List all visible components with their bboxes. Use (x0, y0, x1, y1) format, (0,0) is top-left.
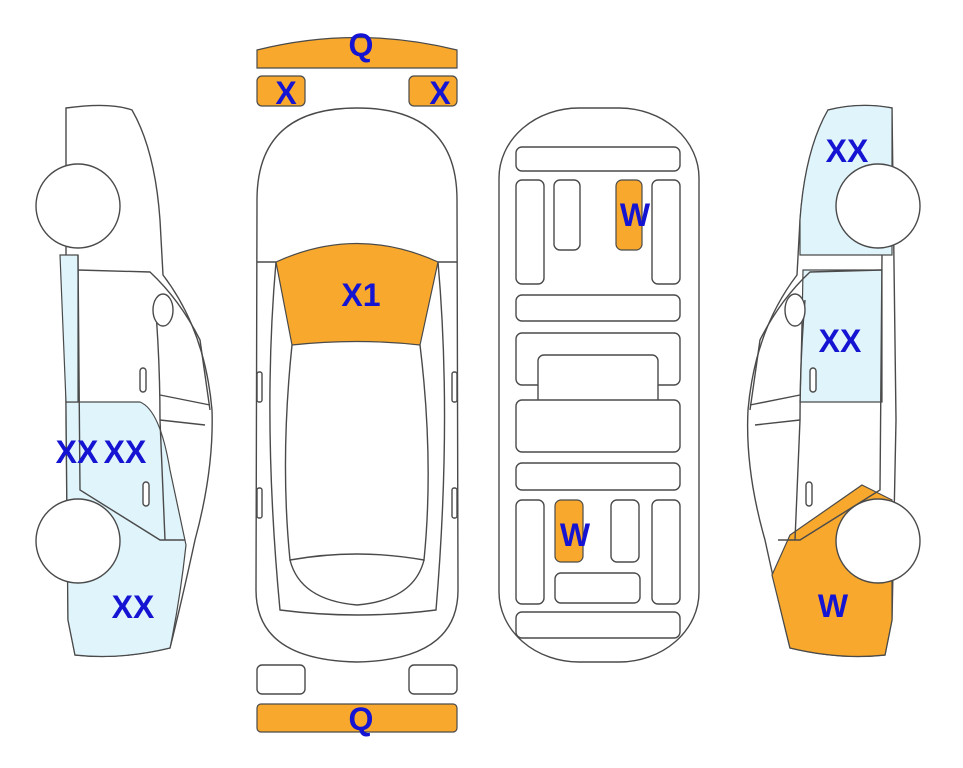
left-door-handle-b (142, 481, 150, 507)
taillight-right (408, 664, 458, 695)
headlight-left[interactable] (256, 75, 306, 107)
left-side-view: XX XX XX (35, 104, 213, 658)
left-side-damage-strip[interactable] (59, 254, 79, 403)
top-body (255, 107, 459, 663)
label-windshield: X1 (341, 277, 380, 313)
front-bumper[interactable] (256, 36, 458, 69)
left-front-wheel (35, 498, 121, 584)
underbody-damage-rear[interactable] (554, 499, 584, 563)
label-right-rear-quarter: XX (826, 133, 869, 169)
left-door-handle-a (139, 367, 147, 393)
right-side-view: XX XX W (746, 104, 921, 658)
label-headlight-right: X (429, 75, 451, 111)
left-rear-wheel (35, 163, 121, 249)
rear-bumper[interactable] (256, 703, 458, 733)
right-mirror (784, 293, 806, 327)
left-mirror (152, 293, 174, 327)
label-floor-rear: W (560, 517, 591, 553)
label-front-bumper: Q (349, 27, 374, 63)
right-rear-wheel (835, 163, 921, 249)
label-headlight-left: X (275, 75, 297, 111)
right-door-handle-a (809, 367, 817, 393)
label-left-door-a: XX (56, 434, 99, 470)
label-right-front-fender: W (818, 588, 849, 624)
top-view: Q X X X1 Q (255, 27, 459, 737)
label-left-front-fender: XX (112, 589, 155, 625)
label-rear-bumper: Q (349, 701, 374, 737)
right-door-handle-b (805, 481, 813, 507)
left-side-damage-front[interactable] (65, 401, 187, 658)
right-front-wheel (835, 498, 921, 584)
label-floor-front: W (620, 197, 651, 233)
underbody-damage-front[interactable] (615, 179, 643, 251)
underbody-view: W W (498, 107, 700, 663)
label-left-door-b: XX (104, 434, 147, 470)
label-right-door: XX (819, 323, 862, 359)
taillight-left (256, 664, 306, 695)
headlight-right[interactable] (408, 75, 458, 107)
